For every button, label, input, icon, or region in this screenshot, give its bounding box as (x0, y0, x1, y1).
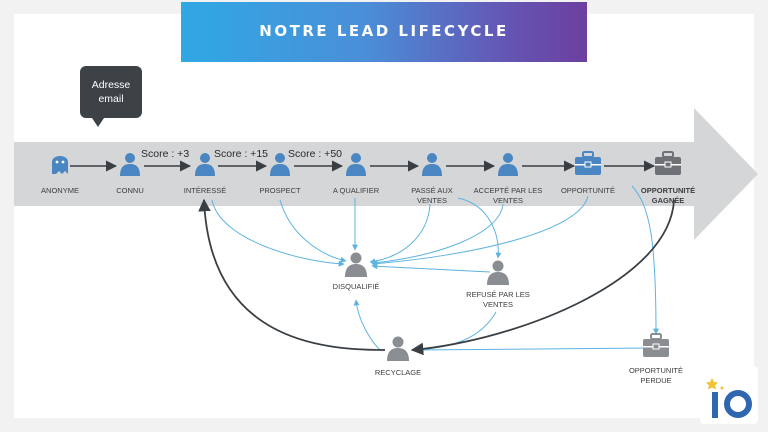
brand-logo (700, 366, 758, 424)
page-title: NOTRE LEAD LIFECYCLE (259, 22, 509, 40)
stage-label-a-qualifier: A QUALIFIER (332, 186, 380, 195)
email-callout: Adresse email (80, 66, 142, 127)
won-to-recycle-arrow (410, 199, 675, 356)
flow-arrow (457, 197, 502, 259)
disqualify-flows (211, 185, 659, 353)
person-icon (195, 153, 215, 176)
briefcase-icon (655, 151, 681, 175)
outcome-label-disqualifie: DISQUALIFIÉ (332, 282, 380, 291)
outcome-label-recyclage: RECYCLAGE (374, 368, 422, 377)
stage-label-accepte-par-les-ventes: ACCEPTÉ PAR LES VENTES (473, 186, 543, 205)
briefcase-icon (643, 333, 669, 357)
flow-arrow (369, 203, 431, 265)
flow-arrow (371, 195, 589, 267)
score-label: Score : +50 (288, 148, 342, 160)
stage-label-opportunite: OPPORTUNITÉ (560, 186, 616, 195)
stage-label-passe-aux-ventes: PASSÉ AUX VENTES (411, 186, 453, 205)
flow-arrow (371, 263, 491, 273)
flow-arrow (279, 199, 347, 263)
flow-arrow (353, 299, 381, 351)
flow-arrow (631, 185, 659, 335)
ghost-icon (52, 156, 68, 174)
stage-label-prospect: PROSPECT (259, 186, 301, 195)
person-icon (120, 153, 140, 176)
title-banner: NOTRE LEAD LIFECYCLE (181, 2, 587, 62)
flow-arrow (211, 199, 345, 267)
stage-label-connu: CONNU (116, 186, 144, 195)
score-label: Score : +3 (141, 148, 190, 160)
process-arrow-band (14, 108, 758, 240)
outcome-label-perdue: OPPORTUNITÉ PERDUE (628, 366, 684, 385)
person-icon (345, 252, 367, 277)
person-icon (387, 336, 409, 361)
score-label: Score : +15 (214, 148, 268, 160)
person-icon (498, 153, 518, 176)
person-icon (487, 260, 509, 285)
person-icon (346, 153, 366, 176)
stage-label-opportunite-gagnee: OPPORTUNITÉ GAGNÉE (640, 186, 696, 205)
flow-arrow (415, 346, 646, 353)
callout-text: Adresse email (91, 79, 131, 105)
flow-arrow (371, 203, 504, 266)
stage-label-anonyme: ANONYME (41, 186, 79, 195)
person-icon (422, 153, 442, 176)
person-icon (270, 153, 290, 176)
recycle-return-arrow (198, 198, 386, 351)
briefcase-icon (575, 151, 601, 175)
stage-label-interesse: INTÉRESSÉ (183, 186, 227, 195)
outcome-label-refuse: REFUSÉ PAR LES VENTES (466, 290, 530, 309)
